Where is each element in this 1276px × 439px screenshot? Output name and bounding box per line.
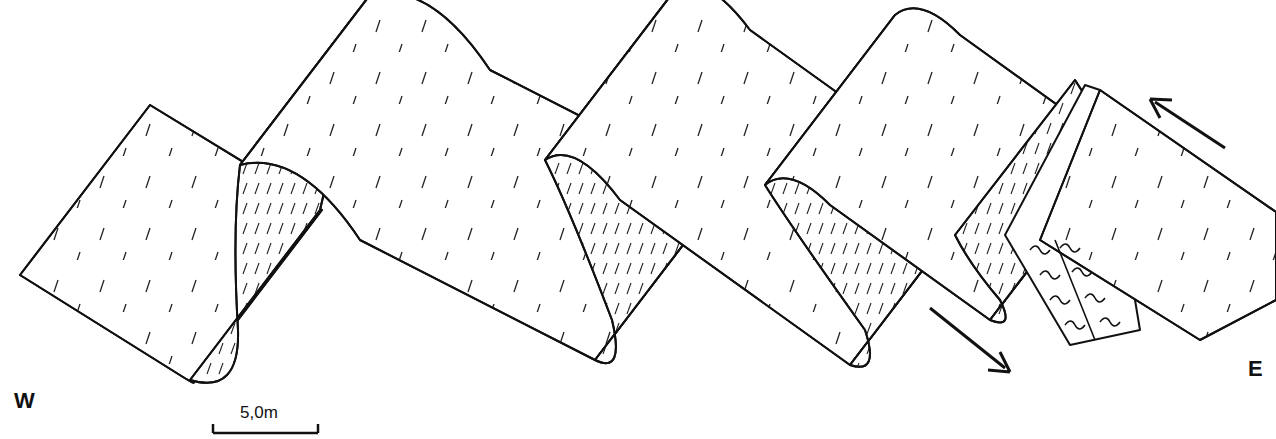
fold-limb — [1040, 90, 1276, 340]
compass-label: E — [1248, 358, 1263, 380]
scale-label: 5,0m — [240, 404, 278, 421]
scale-bar — [213, 424, 318, 433]
sigmoid-marks — [1030, 240, 1120, 340]
compass-label: W — [14, 390, 35, 412]
shear-arrow — [930, 99, 1225, 372]
